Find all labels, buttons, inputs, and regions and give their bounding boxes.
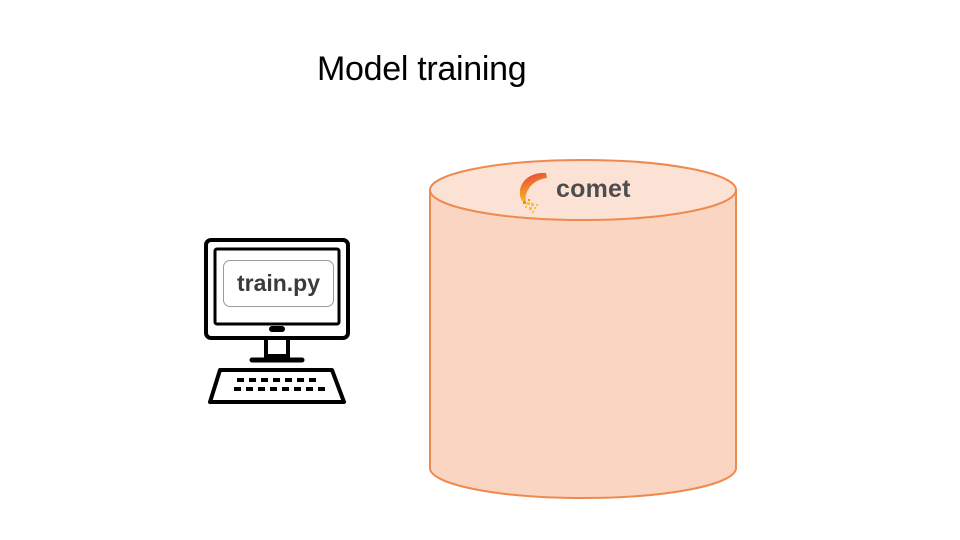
script-file-label: train.py [223,260,334,307]
comet-logo-icon [516,170,550,214]
brand-name: comet [556,174,631,203]
brand-lockup: comet [516,170,631,214]
slide-title: Model training [317,50,527,88]
database-cylinder-icon [428,158,738,500]
